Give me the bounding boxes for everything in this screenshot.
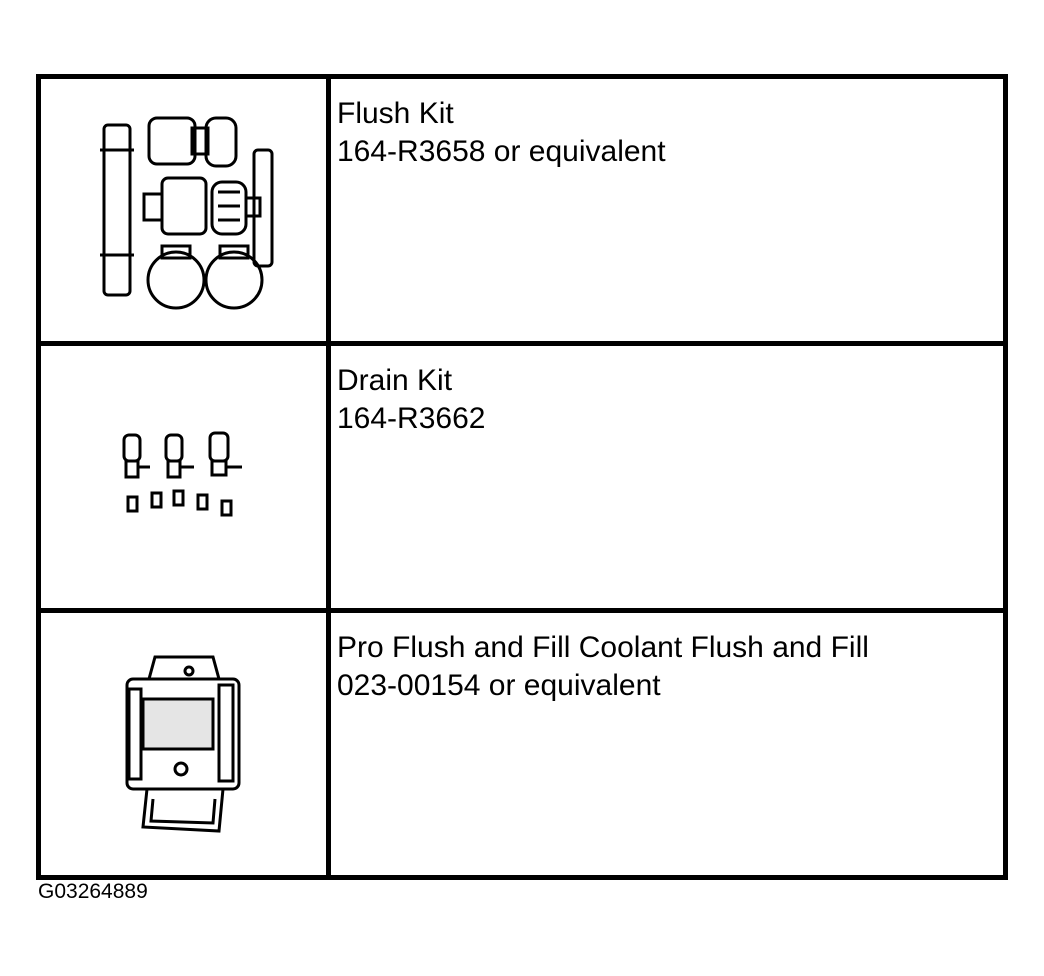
tool-table: Flush Kit 164-R3658 or equivalent [36,74,1008,880]
tool-image-cell [36,608,331,880]
tool-part-number: 164-R3658 or equivalent [337,135,666,168]
tool-name: Pro Flush and Fill Coolant Flush and Fil… [337,631,869,664]
tool-name: Drain Kit [337,364,453,397]
flush-kit-icon [99,116,273,310]
tool-part-number: 164-R3662 [337,402,486,435]
table-row: Drain Kit 164-R3662 [36,341,1008,613]
tool-description-cell: Pro Flush and Fill Coolant Flush and Fil… [326,608,1008,880]
table-row: Flush Kit 164-R3658 or equivalent [36,74,1008,346]
table-row: Pro Flush and Fill Coolant Flush and Fil… [36,608,1008,880]
coolant-flush-fill-machine-icon [125,655,240,833]
tool-description-cell: Drain Kit 164-R3662 [326,341,1008,613]
tool-name: Flush Kit [337,97,454,130]
tool-description-cell: Flush Kit 164-R3658 or equivalent [326,74,1008,346]
tool-part-number: 023-00154 or equivalent [337,669,661,702]
tool-image-cell [36,341,331,613]
figure-id-label: G03264889 [38,880,148,903]
drain-kit-icon [122,431,242,517]
tool-image-cell [36,74,331,346]
